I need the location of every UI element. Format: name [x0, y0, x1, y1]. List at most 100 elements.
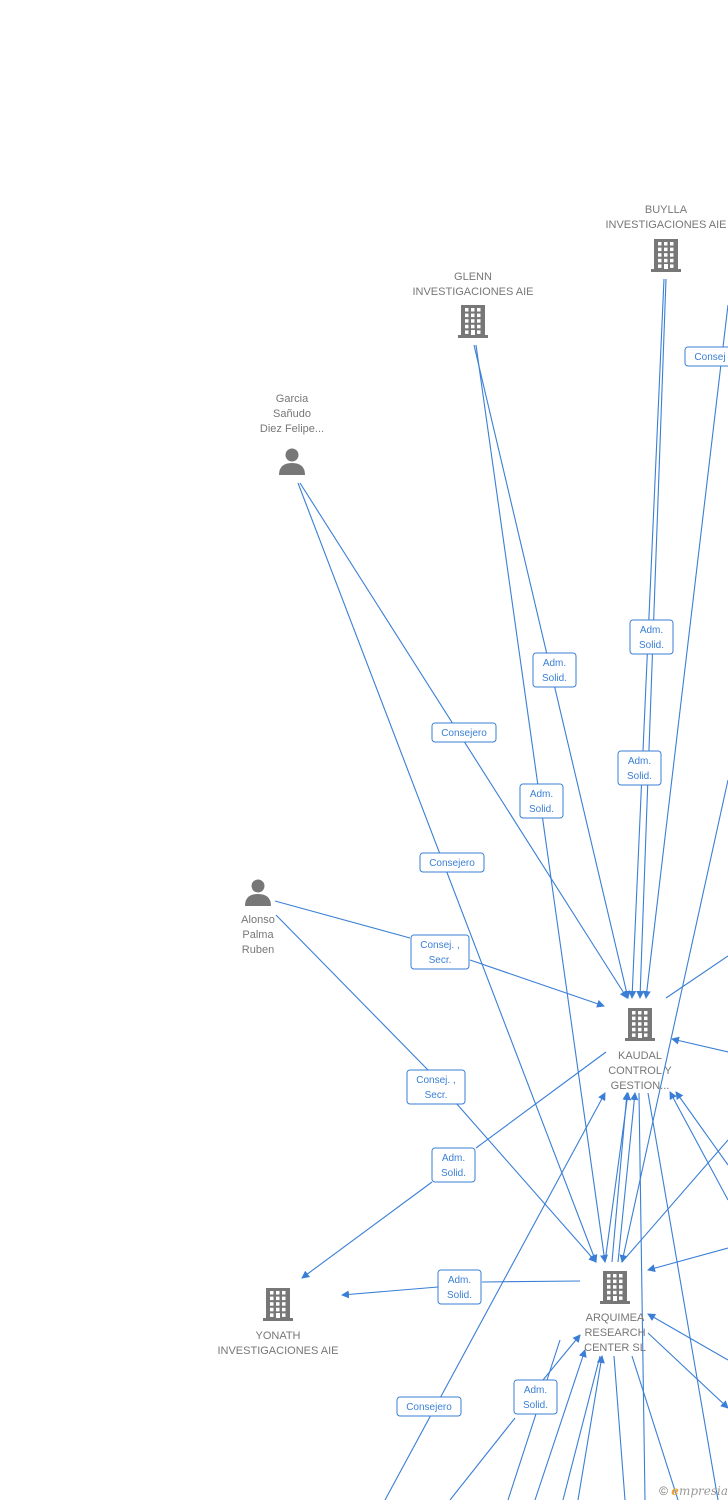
relationship-edge — [617, 1092, 639, 1263]
edge-label-l3[interactable]: Adm. Solid. — [532, 652, 577, 688]
relationship-edge — [647, 1313, 728, 1361]
relationship-edge — [481, 1280, 581, 1283]
edge-label-box — [617, 750, 662, 786]
relationship-edge — [542, 1334, 581, 1381]
node-label: RESEARCH — [584, 1327, 645, 1339]
edge-label-box — [629, 619, 674, 655]
relationship-edge — [621, 1139, 728, 1263]
edge-label-text: Adm. — [640, 625, 663, 636]
edge-label-text: Consej. , — [416, 1075, 455, 1086]
relationship-edge — [449, 1417, 516, 1500]
edge-label-text: Consej. , — [420, 940, 459, 951]
edge-label-box — [419, 852, 485, 873]
node-buylla[interactable]: BUYLLA INVESTIGACIONES AIE — [605, 204, 727, 272]
edge-label-text: Adm. — [448, 1275, 471, 1286]
person-icon — [279, 448, 305, 475]
edge-label-l13[interactable]: Adm. Solid. — [513, 1379, 558, 1415]
node-label: BUYLLA — [645, 204, 688, 216]
node-label: INVESTIGACIONES AIE — [412, 286, 533, 298]
edge-label-text: Solid. — [542, 673, 567, 684]
edge-label-l7[interactable]: Consejero — [419, 852, 485, 873]
node-label: KAUDAL — [618, 1050, 662, 1062]
edge-label-box — [431, 1147, 476, 1183]
relationship-edge — [647, 1332, 728, 1409]
edge-label-text: Adm. — [442, 1153, 465, 1164]
edge-label-l4[interactable]: Consejero — [431, 722, 497, 743]
edge-label-l12[interactable]: Consejero — [396, 1396, 462, 1417]
node-label: GLENN — [454, 271, 492, 283]
relationship-edge — [665, 955, 728, 999]
edge-label-text: Consejero — [441, 728, 487, 739]
footer-brand[interactable]: © empresia — [659, 1484, 728, 1498]
edge-label-l5[interactable]: Adm. Solid. — [617, 750, 662, 786]
edge-label-text: Adm. — [530, 789, 553, 800]
edge-label-text: Solid. — [523, 1400, 548, 1411]
edge-label-l2[interactable]: Adm. Solid. — [629, 619, 674, 655]
relationship-edge — [507, 1339, 561, 1500]
relationship-edge — [647, 1092, 719, 1500]
edge-label-box — [437, 1269, 482, 1305]
node-label: INVESTIGACIONES AIE — [605, 219, 726, 231]
relationship-edge — [341, 1286, 439, 1299]
relationship-edge — [669, 1091, 728, 1201]
edge-label-box — [513, 1379, 558, 1415]
node-label: Ruben — [242, 944, 274, 956]
edge-label-l8[interactable]: Consej. ,Secr. — [410, 934, 470, 970]
relationship-edge — [534, 1349, 587, 1500]
edge-label-text: Solid. — [639, 640, 664, 651]
node-label: Diez Felipe... — [260, 423, 324, 435]
edge-label-l1[interactable]: Consej — [684, 346, 728, 367]
node-label: YONATH — [255, 1330, 300, 1342]
edge-label-l10[interactable]: Adm. Solid. — [431, 1147, 476, 1183]
building-icon — [458, 305, 488, 338]
relationship-edge — [631, 1355, 679, 1500]
building-icon — [651, 239, 681, 272]
relationship-edge — [638, 1092, 646, 1500]
edge-label-box — [684, 346, 728, 367]
edge-label-text: Solid. — [441, 1168, 466, 1179]
edges-layer — [274, 278, 728, 1500]
edge-label-text: Consej — [694, 352, 725, 363]
building-icon — [600, 1271, 630, 1304]
copyright-symbol: © — [659, 1484, 668, 1498]
relationship-edge — [577, 1355, 605, 1500]
node-label: GESTION... — [611, 1080, 670, 1092]
edge-label-text: Solid. — [627, 771, 652, 782]
edge-label-box — [431, 722, 497, 743]
edge-label-text: Adm. — [628, 756, 651, 767]
node-label: ARQUIMEA — [586, 1312, 645, 1324]
edge-label-text: Adm. — [524, 1385, 547, 1396]
edge-label-text: Consejero — [406, 1402, 452, 1413]
edge-labels-layer: ConsejAdm.Solid.Adm.Solid.ConsejeroAdm.S… — [396, 346, 728, 1417]
edge-label-l11[interactable]: Adm. Solid. — [437, 1269, 482, 1305]
relationship-edge — [384, 1092, 606, 1500]
edge-label-box — [519, 783, 564, 819]
building-icon — [263, 1288, 293, 1321]
relationship-edge — [274, 900, 411, 939]
edge-label-box — [396, 1396, 462, 1417]
edge-label-text: Solid. — [529, 804, 554, 815]
edge-label-l9[interactable]: Consej. , Secr. — [406, 1069, 466, 1105]
edge-label-text: Consejero — [429, 858, 475, 869]
edge-label-text: Solid. — [447, 1290, 472, 1301]
relationship-edge — [562, 1355, 601, 1500]
relationship-edge — [604, 1092, 632, 1263]
edge-label-l6[interactable]: Adm. Solid. — [519, 783, 564, 819]
edge-label-text: Secr. — [425, 1090, 448, 1101]
edge-label-box — [406, 1069, 466, 1105]
edge-label-box — [532, 652, 577, 688]
person-icon — [245, 879, 271, 906]
edge-label-text: Adm. — [543, 658, 566, 669]
node-label: Alonso — [241, 914, 275, 926]
building-icon — [625, 1008, 655, 1041]
node-label: Sañudo — [273, 408, 311, 420]
node-glenn[interactable]: GLENN INVESTIGACIONES AIE — [412, 271, 534, 338]
relationship-edge — [301, 1181, 433, 1279]
relationship-edge — [642, 304, 728, 999]
edge-label-box — [410, 934, 470, 970]
